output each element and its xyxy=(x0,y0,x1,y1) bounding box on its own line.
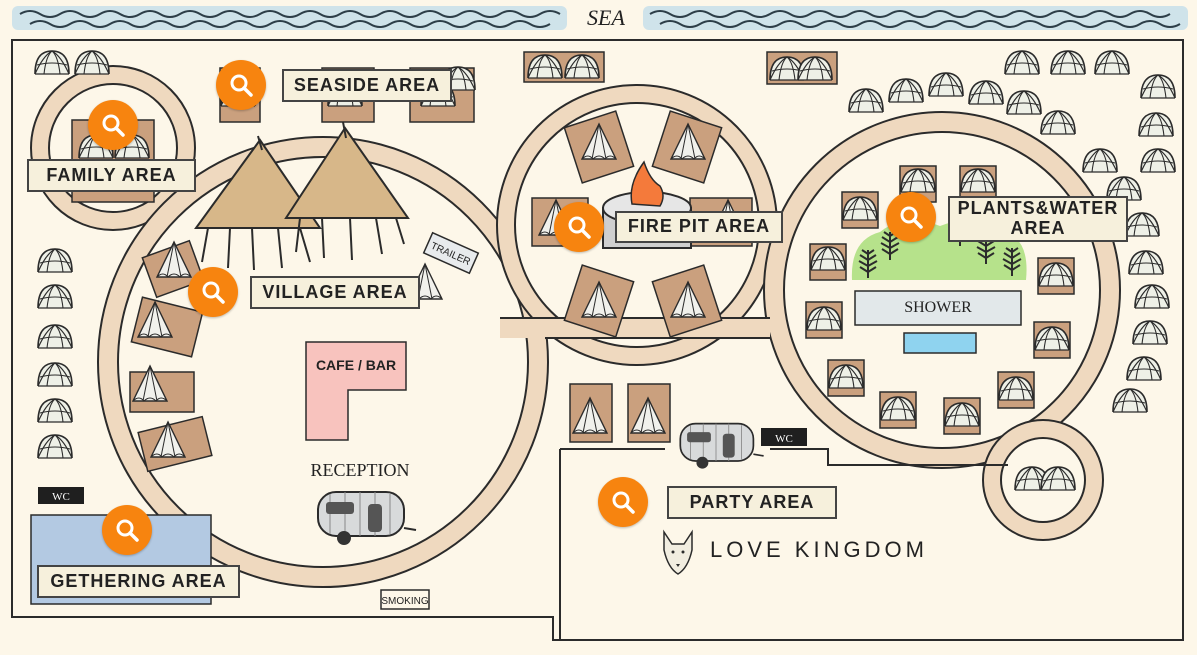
search-icon xyxy=(102,114,125,137)
fire-pit-area-pin[interactable] xyxy=(554,202,604,252)
fox-logo-icon xyxy=(663,529,693,575)
seaside-area-label[interactable]: SEASIDE AREA xyxy=(282,69,452,102)
party-zone-outline xyxy=(560,448,1008,466)
plants-water-area-pin[interactable] xyxy=(886,192,936,242)
smoking-label: SMOKING xyxy=(381,596,428,607)
shower-building xyxy=(854,290,1022,326)
path-connectors xyxy=(500,317,770,339)
sea xyxy=(12,6,1188,30)
search-icon xyxy=(116,519,139,542)
wc-right-label: WC xyxy=(775,433,793,445)
fire-pit-area-label[interactable]: FIRE PIT AREA xyxy=(615,211,783,243)
site-boundary xyxy=(11,39,1184,641)
tipi-tents xyxy=(194,121,410,271)
pool xyxy=(903,332,977,354)
seaside-area-pin[interactable] xyxy=(216,60,266,110)
search-icon xyxy=(202,281,225,304)
search-icon xyxy=(568,216,591,239)
village-area-pin[interactable] xyxy=(188,267,238,317)
gathering-area-label[interactable]: GETHERING AREA xyxy=(37,565,240,598)
wc-left-label: WC xyxy=(52,491,70,503)
party-trailer xyxy=(679,422,765,470)
village-area-label[interactable]: VILLAGE AREA xyxy=(250,276,420,309)
search-icon xyxy=(900,206,923,229)
smoking-sign xyxy=(380,589,430,610)
shower-label: SHOWER xyxy=(904,299,972,316)
search-icon xyxy=(230,74,253,97)
wc-right-sign xyxy=(761,428,807,446)
family-area-label[interactable]: FAMILY AREA xyxy=(27,159,196,192)
reception-label: RECEPTION xyxy=(310,460,410,480)
brand-name: LOVE KINGDOM xyxy=(710,537,928,562)
cafe-bar-label: CAFE / BAR xyxy=(315,357,397,373)
party-area-label[interactable]: PARTY AREA xyxy=(667,486,837,519)
cafe-bar-building xyxy=(305,341,407,441)
gathering-area-pin[interactable] xyxy=(102,505,152,555)
sea-label: SEA xyxy=(587,5,625,30)
wc-left-sign xyxy=(38,487,84,504)
family-area-pin[interactable] xyxy=(88,100,138,150)
search-icon xyxy=(612,491,635,514)
party-area-pin[interactable] xyxy=(598,477,648,527)
trailer-sign xyxy=(422,231,480,275)
plants-water-area-label[interactable]: PLANTS&WATER AREA xyxy=(948,196,1128,242)
